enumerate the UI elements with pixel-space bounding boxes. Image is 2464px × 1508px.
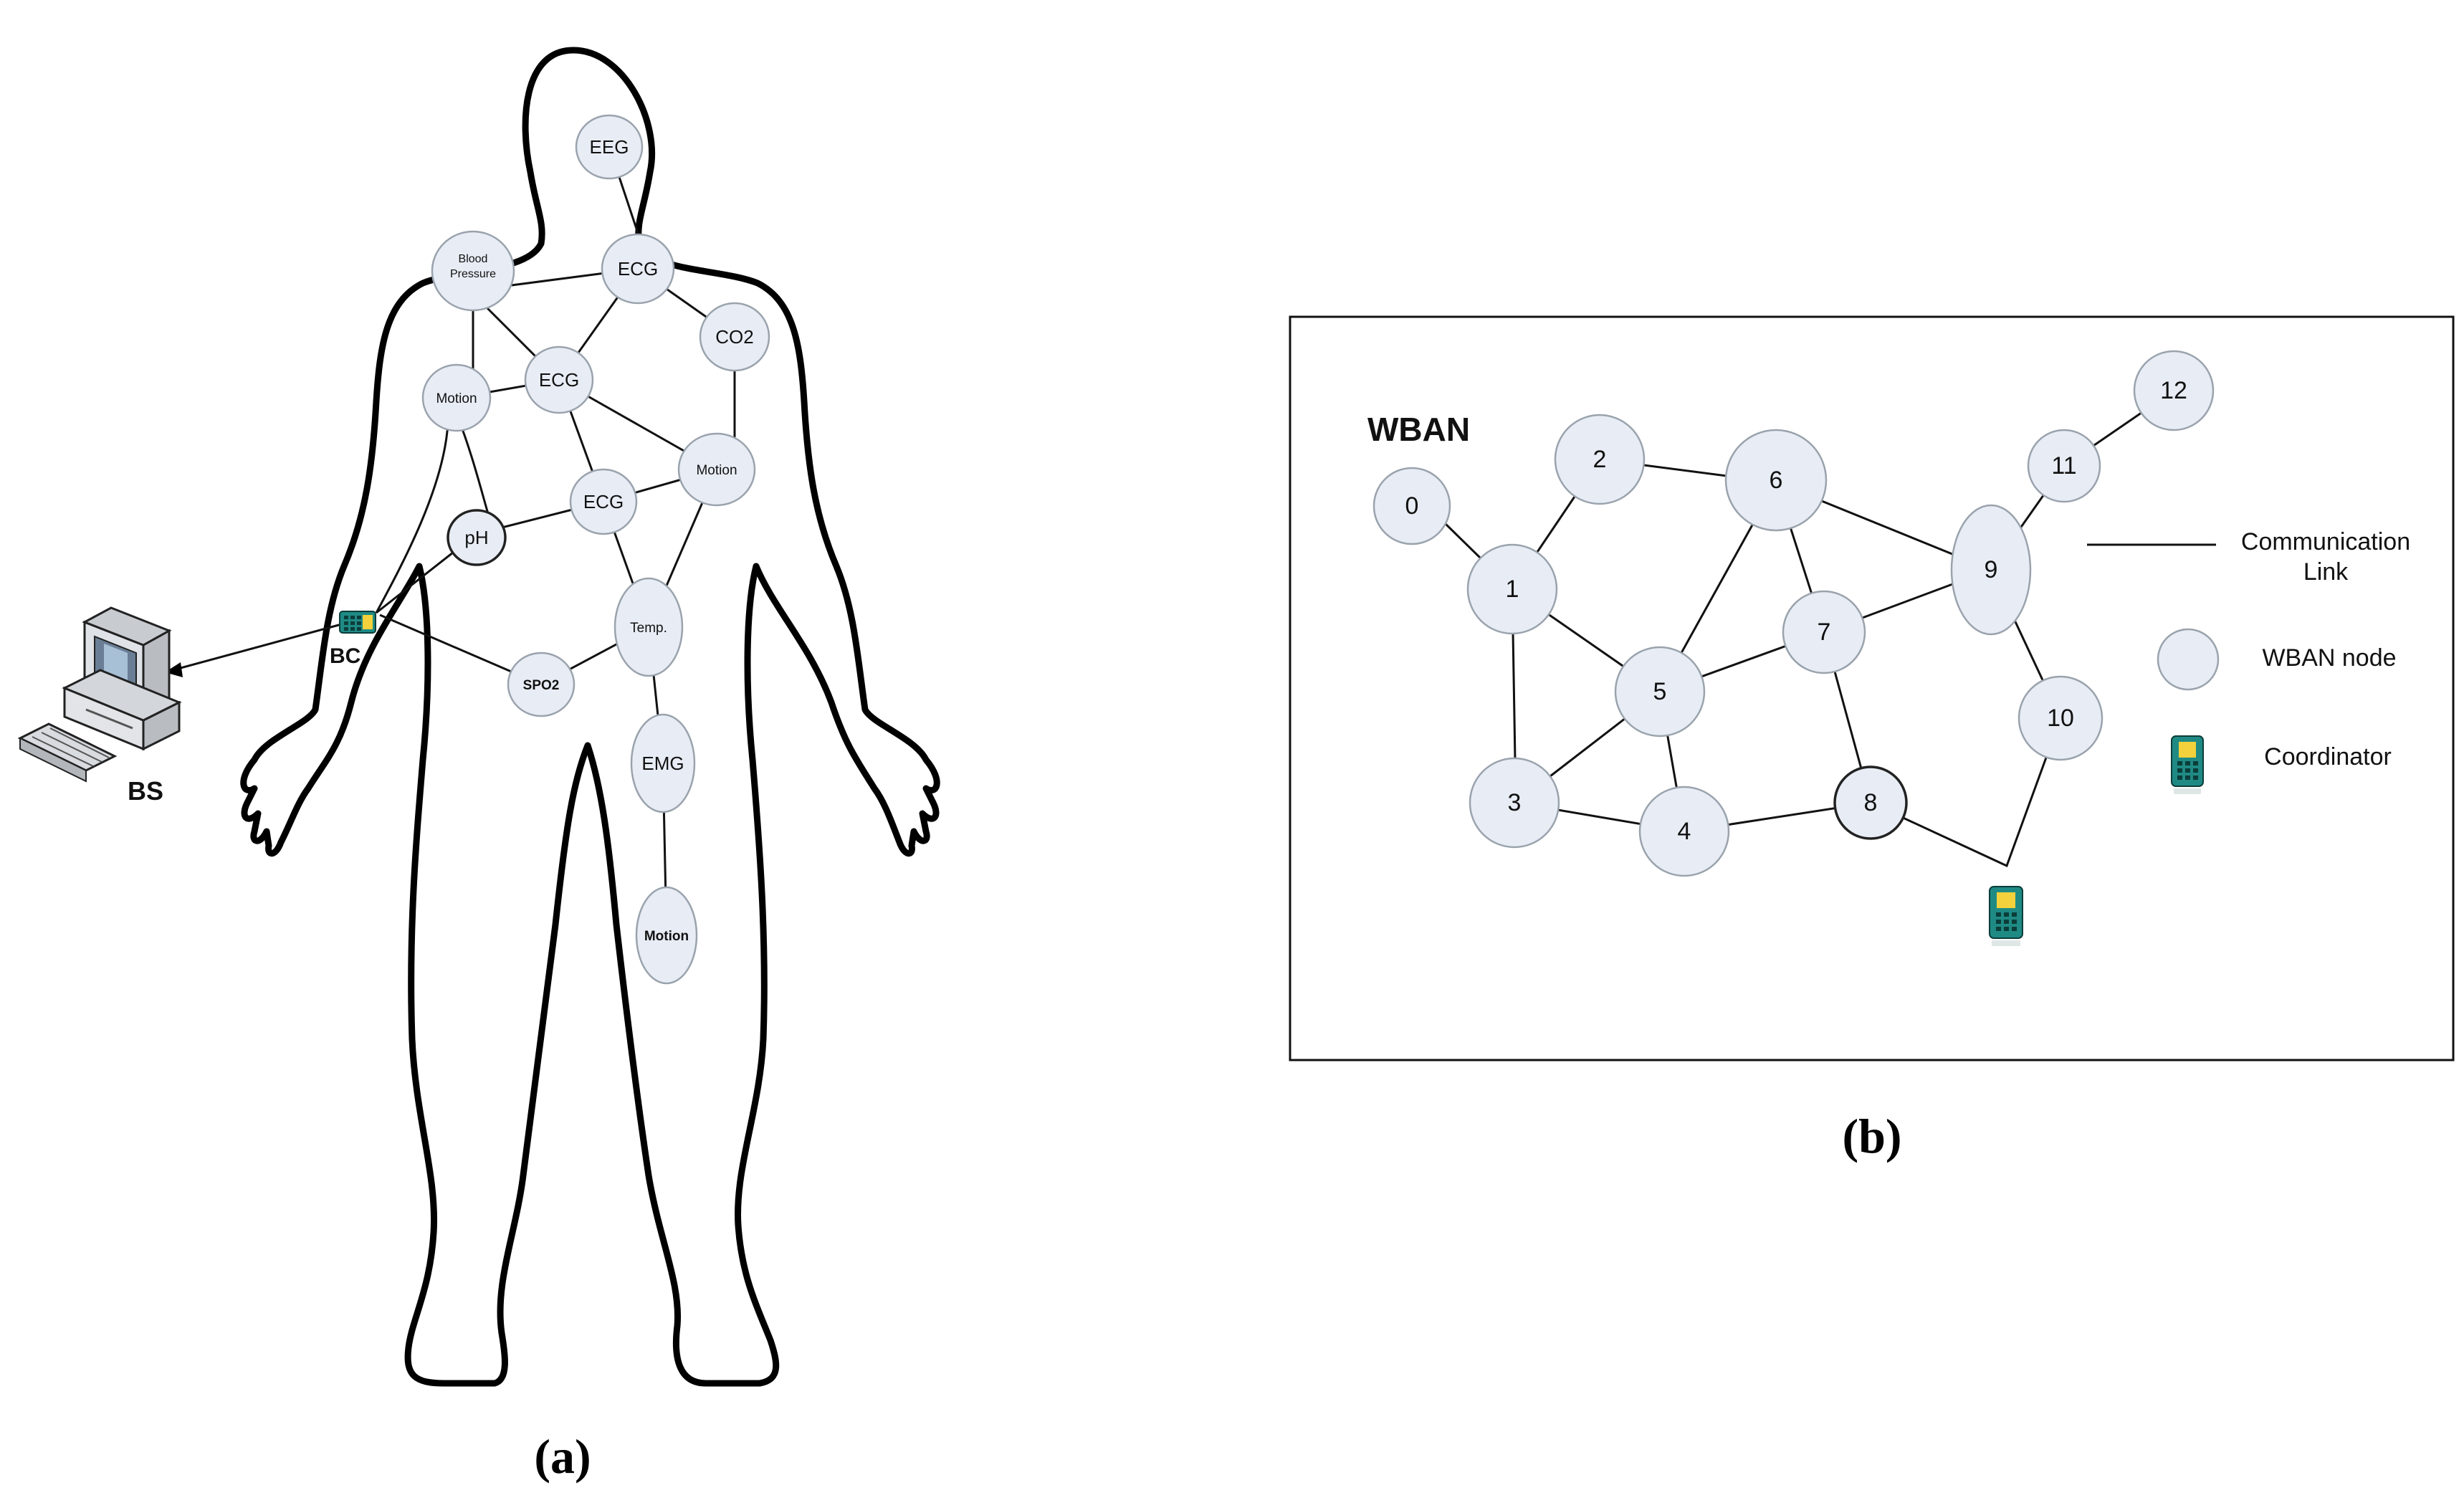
sensor-motion-left: Motion (436, 391, 477, 406)
wban-node-4 (1638, 786, 1730, 877)
base-station-computer-icon (17, 606, 182, 783)
wban-node-labels: 0 1 2 3 4 5 6 7 8 9 10 11 12 (1405, 377, 2187, 845)
sensor-temp: Temp. (630, 621, 667, 636)
wban-node-6 (1724, 429, 1828, 532)
sensor-ecg-low: ECG (583, 491, 624, 512)
wban-node-label: 4 (1678, 818, 1691, 845)
wban-node-label: 12 (2160, 377, 2187, 404)
wban-node-5 (1614, 646, 1706, 738)
panel-b: WBAN (1289, 315, 2455, 1163)
wban-node-label: 2 (1593, 446, 1607, 473)
sensor-emg: EMG (641, 753, 684, 774)
body-coordinator-icon (339, 611, 376, 634)
wban-node-label: 0 (1405, 492, 1419, 520)
panel-a: EEG Blood Pressure ECG CO2 Motion ECG Mo… (17, 47, 940, 1484)
wban-node-label: 8 (1864, 789, 1878, 816)
caption-a: (a) (534, 1429, 591, 1484)
wban-node-label: 1 (1506, 576, 1519, 603)
caption-b: (b) (1842, 1109, 1901, 1163)
legend-coordinator-icon (2171, 735, 2204, 794)
human-body-outline (240, 47, 940, 1387)
legend-node-swatch (2157, 628, 2220, 691)
wban-node-label: 7 (1818, 619, 1831, 646)
sensor-blood-pressure-line1: Blood (459, 253, 488, 265)
wban-node-label: 9 (1985, 556, 1998, 583)
wban-node-9 (1950, 504, 2032, 636)
sensor-ph: pH (464, 527, 488, 548)
wban-node-10 (2017, 675, 2104, 761)
wban-title: WBAN (1367, 411, 1470, 448)
wban-node-2 (1554, 414, 1646, 505)
legend-link-label-line1: Communication (2241, 528, 2410, 555)
wban-coordinator-icon (1989, 886, 2023, 946)
wban-nodes (1372, 350, 2215, 877)
wban-node-3 (1469, 757, 1560, 849)
panel-b-frame (1289, 315, 2455, 1061)
wban-node-label: 10 (2047, 705, 2074, 732)
sensor-eeg: EEG (590, 136, 629, 158)
base-station-label-bs: BS (128, 776, 163, 806)
legend-node-label: WBAN node (2262, 644, 2396, 672)
sensor-ecg-top: ECG (618, 258, 658, 280)
body-sensor-labels: EEG Blood Pressure ECG CO2 Motion ECG Mo… (436, 136, 753, 944)
sensor-blood-pressure-line2: Pressure (450, 268, 496, 280)
wban-node-label: 5 (1653, 678, 1667, 705)
wban-node-7 (1782, 590, 1866, 674)
sensor-motion-leg: Motion (644, 929, 689, 944)
sensor-motion-right: Motion (696, 463, 737, 478)
coordinator-label-bc: BC (330, 644, 360, 668)
wban-node-label: 6 (1770, 467, 1783, 494)
wban-node-0 (1372, 467, 1451, 545)
wban-node-11 (2027, 429, 2101, 503)
wban-node-label: 3 (1508, 789, 1522, 816)
legend-link-label-line2: Link (2303, 558, 2349, 586)
wban-node-12 (2133, 350, 2215, 431)
wban-node-8 (1833, 765, 1908, 840)
wban-node-1 (1466, 543, 1558, 635)
body-sensor-nodes (421, 114, 770, 985)
wban-legend: Communication Link WBAN node Coordinator (2087, 528, 2410, 794)
sensor-ecg-mid: ECG (539, 369, 579, 391)
sensor-spo2: SPO2 (523, 678, 560, 693)
wban-node-label: 11 (2051, 452, 2076, 479)
sensor-co2: CO2 (715, 326, 753, 348)
legend-coordinator-label: Coordinator (2264, 743, 2392, 770)
